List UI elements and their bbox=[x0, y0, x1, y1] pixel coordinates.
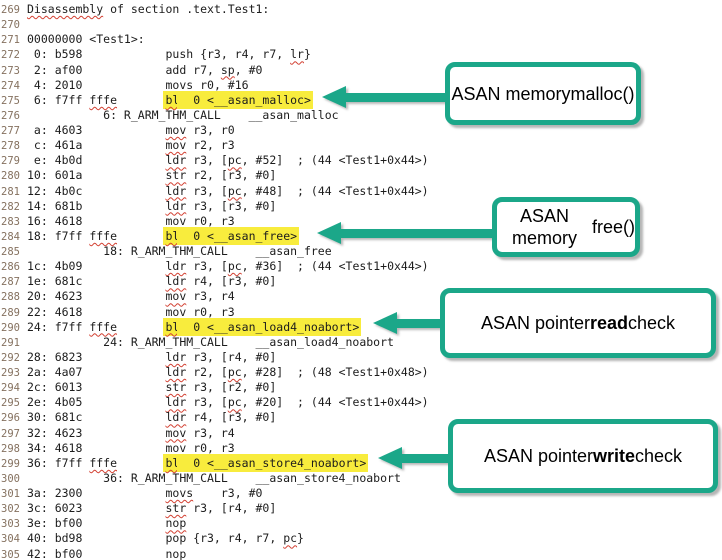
line-number: 291 bbox=[1, 336, 20, 349]
code-line: 274 4: 2010 movs r0, #16 bbox=[1, 78, 722, 93]
line-number: 276 bbox=[1, 109, 20, 122]
line-number: 274 bbox=[1, 79, 20, 92]
line-number: 273 bbox=[1, 64, 20, 77]
line-number: 293 bbox=[1, 367, 20, 379]
line-number: 305 bbox=[1, 548, 20, 560]
line-number: 295 bbox=[1, 397, 20, 410]
line-number: 285 bbox=[1, 246, 20, 258]
line-number: 275 bbox=[1, 94, 20, 107]
line-number: 271 bbox=[1, 34, 20, 47]
arrow-left-icon bbox=[317, 222, 494, 244]
line-number: 294 bbox=[1, 382, 20, 395]
line-number: 286 bbox=[1, 261, 20, 274]
code-line: 285 18: R_ARM_THM_CALL __asan_free bbox=[1, 244, 722, 259]
line-number: 300 bbox=[1, 472, 20, 485]
line-number: 272 bbox=[1, 49, 20, 62]
line-number: 297 bbox=[1, 427, 20, 440]
code-line: 277 a: 4603 mov r3, r0 bbox=[1, 123, 722, 138]
arrow-left-icon bbox=[373, 312, 442, 334]
line-number: 292 bbox=[1, 351, 20, 364]
line-number: 299 bbox=[1, 457, 20, 470]
arrow-left-icon bbox=[378, 447, 450, 469]
code-line: 276 6: R_ARM_THM_CALL __asan_malloc bbox=[1, 108, 722, 123]
line-number: 289 bbox=[1, 306, 20, 319]
arrow-left-icon bbox=[322, 86, 447, 108]
line-number: 279 bbox=[1, 155, 20, 168]
line-number: 287 bbox=[1, 276, 20, 289]
code-line: 275 6: f7ff fffe bl 0 <__asan_malloc> bbox=[1, 92, 722, 108]
arrow-shaft bbox=[397, 318, 442, 328]
line-number: 296 bbox=[1, 412, 20, 425]
line-number: 283 bbox=[1, 215, 20, 228]
code-line: 270 bbox=[1, 17, 722, 32]
line-number: 270 bbox=[1, 19, 20, 32]
code-line: 272 0: b598 push {r3, r4, r7, lr} bbox=[1, 47, 722, 62]
line-number: 290 bbox=[1, 321, 20, 334]
callout-label-read: ASAN pointer read check bbox=[440, 288, 716, 358]
code-line: 279 e: 4b0d ldr r3, [pc, #52] ; (44 <Tes… bbox=[1, 153, 722, 168]
arrow-shaft bbox=[346, 92, 447, 102]
line-number: 281 bbox=[1, 185, 20, 198]
line-number: 301 bbox=[1, 488, 20, 500]
arrowhead-icon bbox=[322, 86, 346, 108]
line-number: 277 bbox=[1, 125, 20, 137]
line-number: 302 bbox=[1, 503, 20, 516]
line-number: 284 bbox=[1, 230, 20, 243]
code-line: 273 2: af00 add r7, sp, #0 bbox=[1, 63, 722, 78]
line-number: 278 bbox=[1, 140, 20, 153]
line-number: 269 bbox=[1, 4, 20, 16]
arrow-shaft bbox=[341, 228, 494, 238]
code-line: 300 36: R_ARM_THM_CALL __asan_store4_noa… bbox=[1, 471, 722, 486]
line-number: 303 bbox=[1, 518, 20, 531]
line-number: 280 bbox=[1, 170, 20, 183]
line-number: 304 bbox=[1, 533, 20, 546]
code-line: 291 24: R_ARM_THM_CALL __asan_load4_noab… bbox=[1, 335, 722, 350]
line-number: 288 bbox=[1, 291, 20, 304]
callout-label-write: ASAN pointer write check bbox=[448, 419, 718, 493]
arrowhead-icon bbox=[317, 222, 341, 244]
arrowhead-icon bbox=[378, 447, 402, 469]
arrowhead-icon bbox=[373, 312, 397, 334]
arrow-shaft bbox=[402, 453, 450, 463]
code-line: 278 c: 461a mov r2, r3 bbox=[1, 138, 722, 153]
line-number: 282 bbox=[1, 200, 20, 213]
line-number: 298 bbox=[1, 442, 20, 455]
